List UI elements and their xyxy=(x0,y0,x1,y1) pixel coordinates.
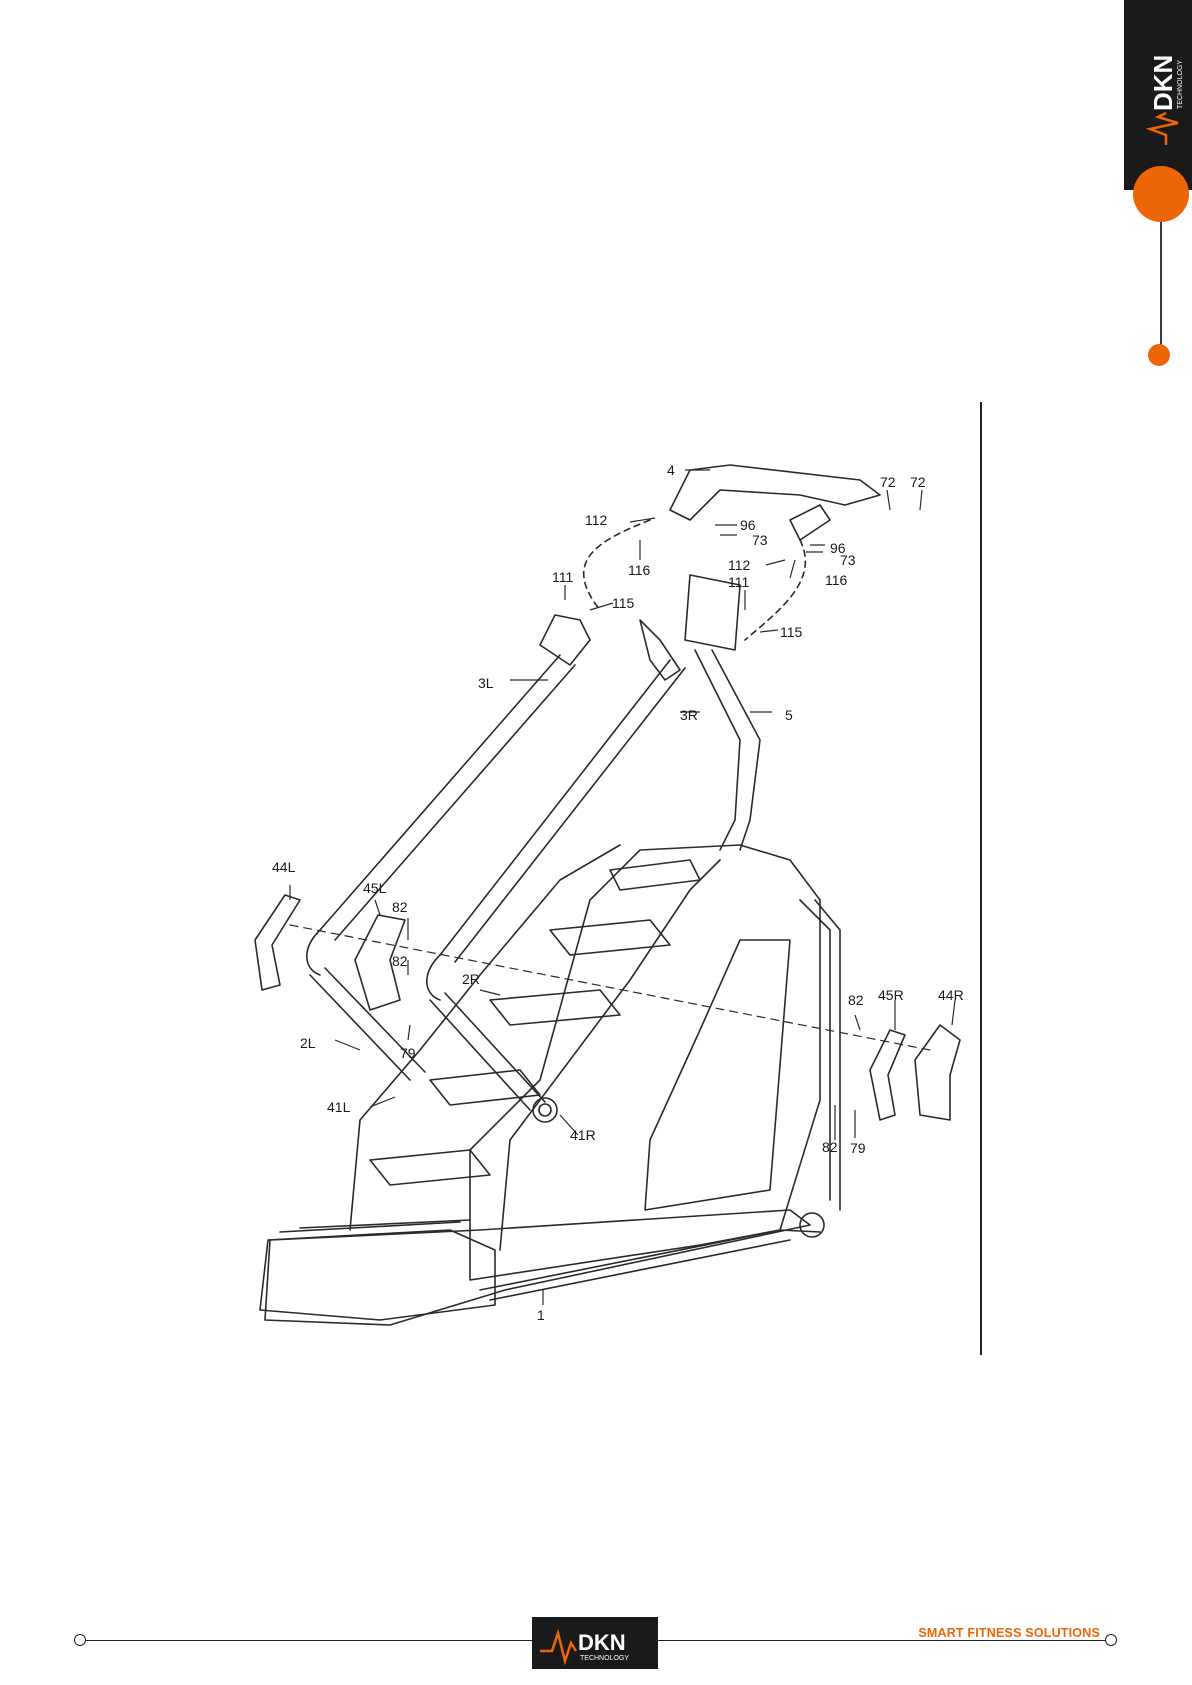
callout-3r: 3R xyxy=(680,707,698,723)
callout-45l: 45L xyxy=(363,880,387,896)
callout-3l: 3L xyxy=(478,675,494,691)
callout-44r: 44R xyxy=(938,987,964,1003)
callout-116b: 116 xyxy=(825,572,848,588)
cover-44l xyxy=(255,895,300,990)
footer-circle-left xyxy=(74,1634,86,1646)
top-handle-end xyxy=(790,505,830,540)
main-housing xyxy=(470,845,820,1280)
callout-82d: 82 xyxy=(822,1139,838,1155)
callout-2r: 2R xyxy=(462,971,480,987)
handlebar-right xyxy=(440,660,685,962)
stair-2 xyxy=(430,1070,540,1105)
callout-96b: 96 xyxy=(830,540,846,556)
callout-116a: 116 xyxy=(628,562,651,578)
callout-112a: 112 xyxy=(585,512,608,528)
callout-72b: 72 xyxy=(910,474,926,490)
slogan: SMART FITNESS SOLUTIONS xyxy=(910,1626,1100,1640)
callout-73a: 73 xyxy=(752,532,768,548)
footer-line-left xyxy=(85,1640,532,1641)
callout-79b: 79 xyxy=(850,1140,866,1156)
handlebar-left xyxy=(320,655,575,940)
callout-82a: 82 xyxy=(392,899,408,915)
base-rail xyxy=(480,1230,820,1300)
grip-left xyxy=(540,615,590,665)
footer-logo-subtext: TECHNOLOGY xyxy=(580,1655,629,1662)
callout-79a: 79 xyxy=(400,1045,416,1061)
console-column xyxy=(695,650,760,850)
callout-45r: 45R xyxy=(878,987,904,1003)
callout-41r: 41R xyxy=(570,1127,596,1143)
wheel xyxy=(800,1213,824,1237)
housing-side-panel xyxy=(645,940,790,1210)
stair-1 xyxy=(370,1150,490,1185)
footer-line-right xyxy=(658,1640,1110,1641)
arm-elbow-right xyxy=(427,955,440,1000)
entry-platform xyxy=(260,1230,495,1320)
top-handlebar xyxy=(670,465,880,520)
callout-1: 1 xyxy=(537,1307,545,1323)
callout-111a: 111 xyxy=(552,569,573,585)
callout-111b: 111 xyxy=(728,574,749,590)
stair-rail-right xyxy=(500,860,720,1250)
callout-115a: 115 xyxy=(612,595,635,611)
stair-5 xyxy=(610,860,700,890)
callout-41l: 41L xyxy=(327,1099,351,1115)
callout-112b: 112 xyxy=(728,557,751,573)
grip-right xyxy=(640,620,680,680)
callout-2l: 2L xyxy=(300,1035,316,1051)
footer-circle-right xyxy=(1105,1634,1117,1646)
callout-82b: 82 xyxy=(392,953,408,969)
callout-96a: 96 xyxy=(740,517,756,533)
callout-82c: 82 xyxy=(848,992,864,1008)
footer-logo-text: DKN xyxy=(578,1630,626,1655)
callout-115b: 115 xyxy=(780,624,803,640)
callout-4: 4 xyxy=(667,462,675,478)
callout-5: 5 xyxy=(785,707,793,723)
arm-elbow-left xyxy=(307,930,320,975)
callout-72a: 72 xyxy=(880,474,896,490)
callout-44l: 44L xyxy=(272,859,296,875)
stair-4 xyxy=(550,920,670,955)
footer-logo: DKN TECHNOLOGY xyxy=(532,1617,658,1669)
cover-44r xyxy=(915,1025,960,1120)
